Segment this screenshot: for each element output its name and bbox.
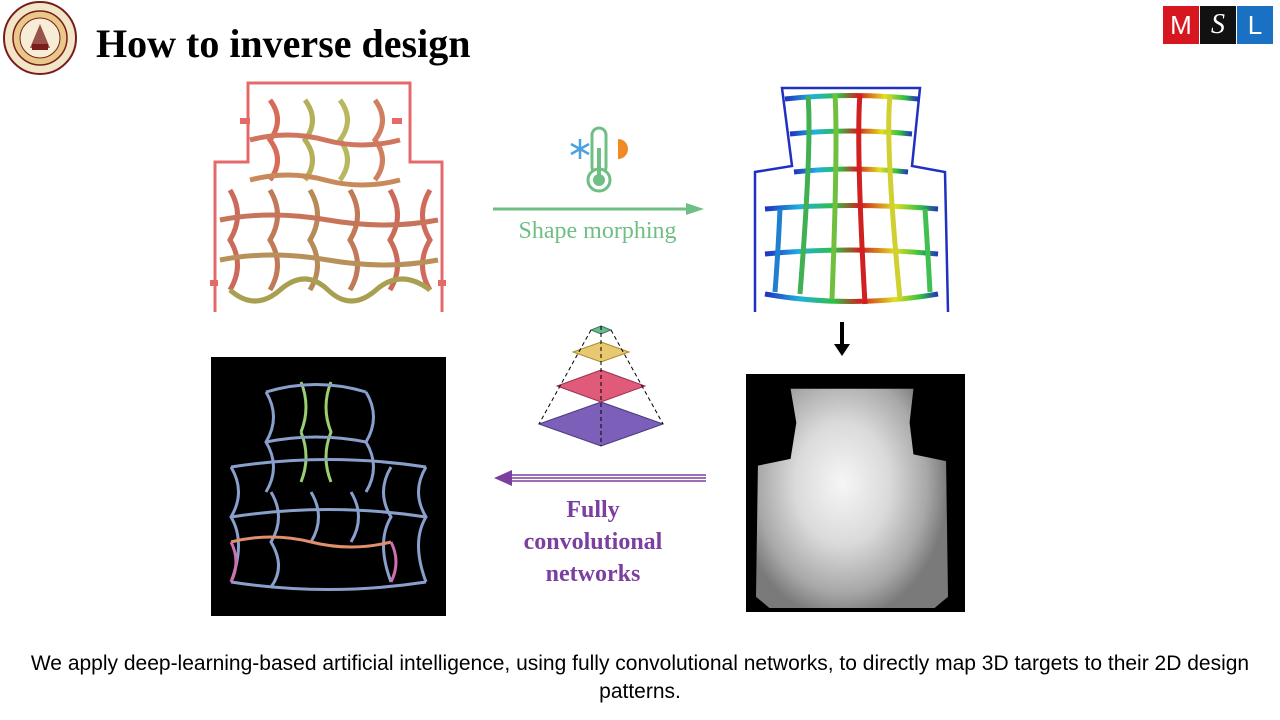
predicted-pattern-image	[211, 357, 446, 616]
thermometer-icon	[570, 126, 628, 193]
fcn-label: Fully convolutional networks	[510, 494, 676, 590]
shape-morphing-arrow	[493, 203, 704, 215]
lab-logo-s: S	[1200, 6, 1236, 44]
depth-map-image	[746, 374, 965, 612]
fcn-label-line-3: networks	[545, 561, 641, 587]
fcn-inverse-arrow	[494, 470, 706, 486]
lattice-pattern-image	[210, 81, 446, 312]
university-seal-logo	[3, 1, 77, 75]
lab-logo: M S L	[1163, 6, 1274, 44]
fcn-label-line-1: Fully	[566, 497, 620, 523]
fcn-label-line-2: convolutional	[523, 529, 663, 555]
slide-title: How to inverse design	[96, 21, 471, 66]
morphed-3d-shape-image	[753, 86, 950, 313]
shape-morphing-label: Shape morphing	[518, 218, 677, 244]
lab-logo-l: L	[1237, 6, 1273, 44]
down-arrow-icon	[834, 322, 850, 356]
lab-logo-m: M	[1163, 6, 1199, 44]
sun-icon	[618, 139, 628, 159]
slide-caption: We apply deep-learning-based artificial …	[30, 652, 1250, 703]
cnn-pyramid-icon	[537, 325, 665, 447]
snowflake-icon	[570, 139, 590, 159]
